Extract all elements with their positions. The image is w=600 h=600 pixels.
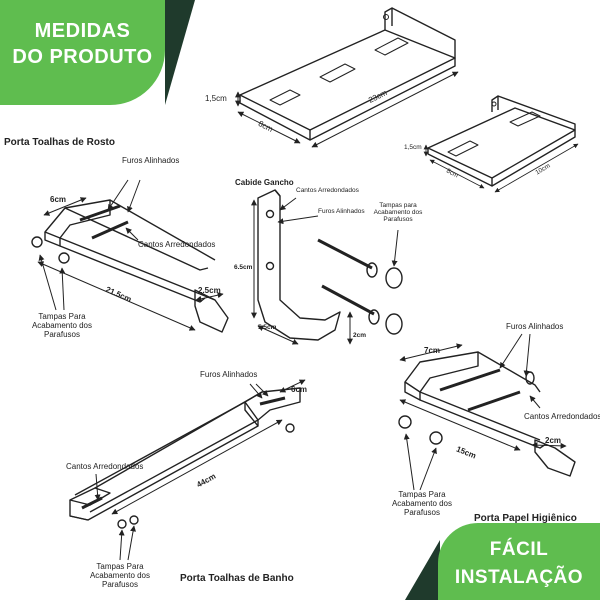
gancho-tampas-line-3: Parafusos: [383, 216, 413, 223]
papel-cantos-label: Cantos Arredondados: [524, 412, 600, 421]
rosto-end: 2.5cm: [198, 286, 221, 295]
small-shelf-dims: [423, 143, 579, 193]
rosto-width: 6cm: [50, 195, 67, 204]
papel-tampas-label: Tampas Para Acabamento dos Parafusos: [382, 490, 462, 517]
medidas-badge-line-1: MEDIDAS: [34, 20, 131, 42]
banho-cantos-label: Cantos Arredondados: [66, 462, 144, 471]
banho-dims: [94, 379, 306, 561]
large-shelf-height: 1,5cm: [205, 94, 227, 103]
rosto-cantos-label: Cantos Arredondados: [138, 240, 216, 249]
large-shelf-drawing: [239, 7, 456, 141]
banho-title: Porta Toalhas de Banho: [180, 573, 294, 584]
banho-drawing: [69, 387, 301, 529]
gancho-furos-label: Furos Alinhados: [318, 208, 365, 215]
rosto-tampas-line-1: Tampas Para: [38, 312, 86, 321]
large-shelf-dims: [235, 71, 459, 148]
gancho-depth: 2cm: [353, 332, 367, 339]
gancho-height: 6.5cm: [234, 264, 253, 271]
instalacao-badge-line-1: FÁCIL: [489, 539, 549, 560]
papel-tampas-line-1: Tampas Para: [398, 490, 446, 499]
gancho-dims: [251, 197, 399, 345]
medidas-badge-line-2: DO PRODUTO: [12, 46, 153, 68]
small-shelf-height: 1,5cm: [404, 144, 422, 151]
banho-furos-label: Furos Alinhados: [200, 370, 258, 379]
gancho-drawing: [257, 189, 403, 341]
papel-width: 7cm: [424, 346, 441, 355]
gancho-width: 5.5cm: [258, 324, 277, 331]
papel-tampas-line-2: Acabamento dos: [391, 499, 453, 508]
medidas-badge: MEDIDAS DO PRODUTO: [0, 0, 165, 105]
gancho-tampas-line-2: Acabamento dos: [373, 209, 423, 216]
gancho-title: Cabide Gancho: [235, 178, 294, 187]
banho-tampas-label: Tampas Para Acabamento dos Parafusos: [80, 562, 160, 589]
papel-furos-label: Furos Alinhados: [506, 322, 564, 331]
rosto-tampas-label: Tampas Para Acabamento dos Parafusos: [22, 312, 102, 339]
rosto-furos-label: Furos Alinhados: [122, 156, 180, 165]
gancho-cantos-label: Cantos Arredondados: [296, 187, 359, 194]
papel-title: Porta Papel Higiênico: [474, 513, 577, 524]
papel-dims: [399, 333, 567, 491]
banho-tampas-line-3: Parafusos: [101, 580, 139, 589]
gancho-tampas-label: Tampas para Acabamento dos Parafusos: [366, 202, 430, 223]
rosto-title: Porta Toalhas de Rosto: [4, 137, 115, 148]
papel-tampas-line-3: Parafusos: [403, 508, 441, 517]
instalacao-badge: FÁCIL INSTALAÇÃO: [438, 523, 600, 600]
rosto-tampas-line-2: Acabamento dos: [31, 321, 93, 330]
gancho-tampas-line-1: Tampas para: [379, 202, 417, 209]
banho-tampas-line-1: Tampas Para: [96, 562, 144, 571]
rosto-tampas-line-3: Parafusos: [43, 330, 81, 339]
papel-end: 2cm: [545, 436, 562, 445]
instalacao-badge-line-2: INSTALAÇÃO: [454, 567, 584, 588]
rosto-dims: [37, 179, 224, 331]
banho-width: 6cm: [291, 385, 308, 394]
banho-tampas-line-2: Acabamento dos: [89, 571, 151, 580]
